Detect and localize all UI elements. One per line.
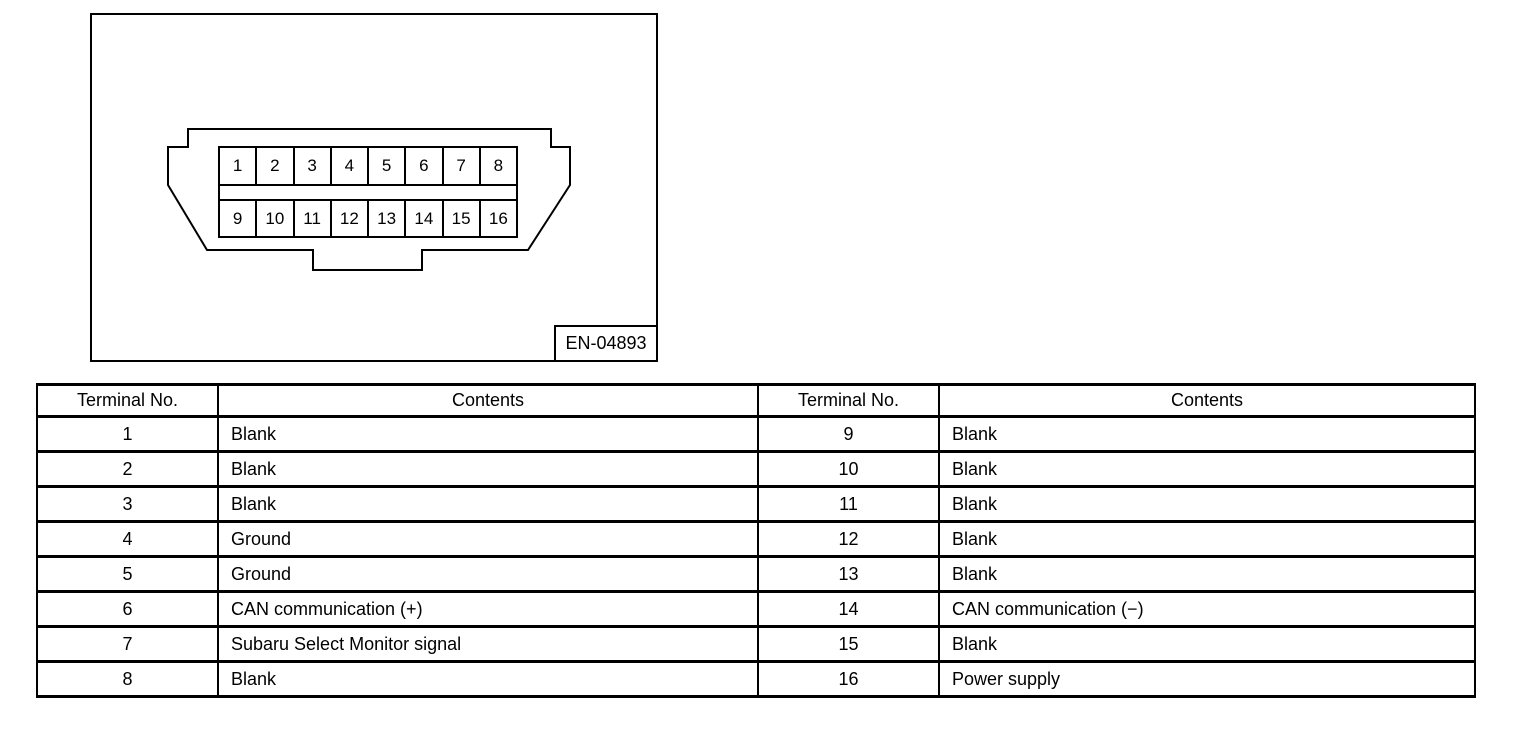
- terminal-no-cell: 8: [36, 660, 219, 698]
- terminal-no-cell: 16: [757, 660, 940, 698]
- terminal-no-cell: 11: [757, 485, 940, 523]
- terminal-no-cell: 14: [757, 590, 940, 628]
- contents-cell: Blank: [938, 555, 1476, 593]
- figure-id-box: EN-04893: [554, 325, 656, 360]
- contents-cell: Power supply: [938, 660, 1476, 698]
- terminal-no-cell: 12: [757, 520, 940, 558]
- contents-cell: Blank: [217, 660, 759, 698]
- contents-cell: CAN communication (+): [217, 590, 759, 628]
- contents-cell: Blank: [217, 450, 759, 488]
- terminal-no-cell: 4: [36, 520, 219, 558]
- terminal-no-cell: 15: [757, 625, 940, 663]
- terminal-no-cell: 9: [757, 415, 940, 453]
- terminal-no-cell: 2: [36, 450, 219, 488]
- pin-cell-11: 11: [295, 201, 332, 236]
- terminal-no-cell: 3: [36, 485, 219, 523]
- terminal-no-cell: 13: [757, 555, 940, 593]
- pin-cell-16: 16: [488, 208, 508, 228]
- terminal-no-cell: 10: [757, 450, 940, 488]
- pin-cell-13: 13: [369, 201, 407, 236]
- terminal-no-cell: 1: [36, 415, 219, 453]
- pin-cell-2: 2: [257, 148, 295, 184]
- contents-cell: Blank: [938, 415, 1476, 453]
- contents-cell: Blank: [217, 485, 759, 523]
- header-contents-right: Contents: [938, 383, 1476, 418]
- terminal-no-cell: 7: [36, 625, 219, 663]
- terminal-assignment-table: Terminal No. Contents Terminal No. Conte…: [36, 383, 1476, 698]
- contents-cell: Blank: [938, 625, 1476, 663]
- contents-cell: Blank: [938, 520, 1476, 558]
- figure-id-label: EN-04893: [565, 333, 647, 353]
- header-terminal-no-right: Terminal No.: [757, 383, 940, 418]
- terminal-no-cell: 6: [36, 590, 219, 628]
- contents-cell: Ground: [217, 520, 759, 558]
- pin-cell-5: 5: [369, 148, 407, 184]
- pin-cell-10: 10: [257, 201, 295, 236]
- pin-cell-15: 15: [444, 201, 481, 236]
- pin-cell-14: 14: [406, 201, 444, 236]
- contents-cell: Blank: [938, 450, 1476, 488]
- header-contents-left: Contents: [217, 383, 759, 418]
- contents-cell: Subaru Select Monitor signal: [217, 625, 759, 663]
- terminal-no-cell: 5: [36, 555, 219, 593]
- contents-cell: CAN communication (−): [938, 590, 1476, 628]
- contents-cell: Ground: [217, 555, 759, 593]
- pin-row-separator: [220, 184, 516, 201]
- pin-cell-1: 1: [220, 148, 258, 184]
- pin-cell-6: 6: [406, 148, 444, 184]
- contents-cell: Blank: [938, 485, 1476, 523]
- pin-cell-3: 3: [295, 148, 332, 184]
- header-terminal-no-left: Terminal No.: [36, 383, 219, 418]
- pin-cell-12: 12: [332, 201, 369, 236]
- pin-cell-4: 4: [332, 148, 369, 184]
- pin-cell-8: 8: [493, 156, 504, 175]
- pin-cell-7: 7: [444, 148, 481, 184]
- contents-cell: Blank: [217, 415, 759, 453]
- table-header-row: Terminal No. Contents Terminal No. Conte…: [36, 383, 1476, 418]
- pin-cell-9: 9: [220, 201, 258, 236]
